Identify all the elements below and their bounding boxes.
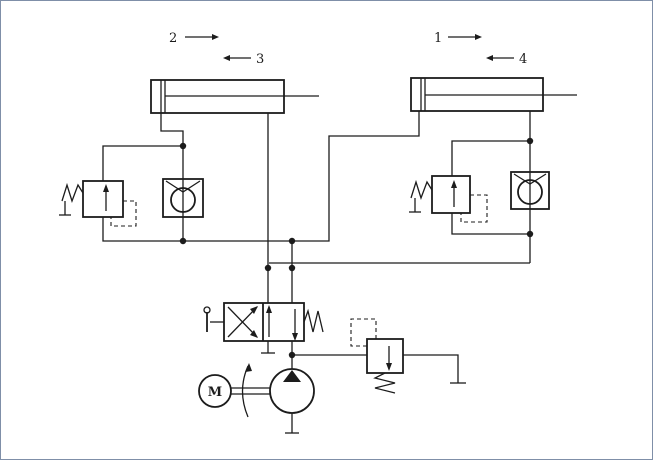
left-cylinder [150, 79, 319, 114]
label-2-text: 2 [169, 31, 177, 46]
motion-label-1: 1 [434, 31, 482, 46]
right-branch-piping [264, 111, 534, 272]
right-check-valve [510, 171, 550, 210]
left-branch-piping [102, 111, 420, 269]
label-3-text: 3 [256, 52, 264, 67]
hydraulic-pump [241, 363, 315, 434]
right-cylinder [410, 77, 577, 112]
motion-label-4: 4 [486, 52, 527, 67]
left-check-valve [162, 178, 204, 218]
system-relief-valve [350, 318, 466, 394]
directional-control-valve [203, 302, 324, 354]
main-lines [267, 241, 293, 303]
label-1-text: 1 [434, 31, 442, 46]
left-relief-valve [59, 180, 137, 227]
motion-label-3: 3 [223, 52, 264, 67]
pump-supply-lines [288, 341, 367, 369]
motor-label: M [208, 385, 222, 400]
electric-motor: M [198, 374, 270, 408]
label-4-text: 4 [519, 52, 527, 67]
motion-label-2: 2 [169, 31, 219, 46]
right-relief-valve [409, 175, 488, 223]
